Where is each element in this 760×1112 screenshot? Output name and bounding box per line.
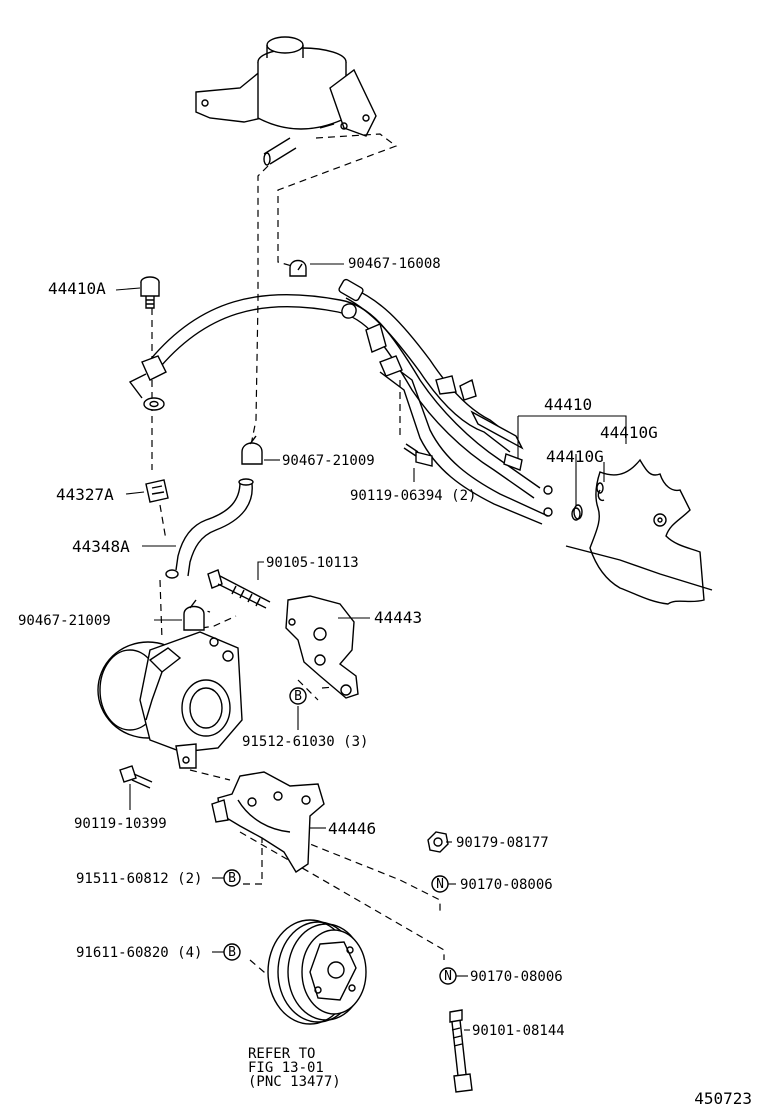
figure-code: 450723 [694,1089,752,1108]
marker-b-letter-2: B [228,871,236,886]
label-90101-08144: 90101-08144 [472,1023,565,1039]
union-bolt-44410A [140,276,160,309]
label-90467-21009-lower: 90467-21009 [18,613,111,629]
bolt-90119-06394 [403,443,433,467]
marker-b-91512 [289,687,307,705]
label-91511-60812: 91511-60812 (2) [76,871,202,887]
return-hose [338,278,553,525]
marker-n-letter-2: N [444,969,452,984]
power-steering-pump [97,631,243,769]
steering-gear-housing [565,458,713,605]
label-90119-10399: 90119-10399 [74,816,167,832]
clamp-90467-21009-upper [241,435,263,465]
leader-lines [115,263,627,1031]
label-90170-08006-b: 90170-08006 [470,969,563,985]
clamp-90467-21009-lower [183,599,205,631]
bracket-44443 [285,595,359,699]
clamp-90467-16008 [289,259,307,277]
part-labels: 44410A 90467-16008 44410 44410G 44410G 9… [18,256,752,1108]
label-90170-08006-a: 90170-08006 [460,877,553,893]
bolt-90105-10113 [207,569,271,609]
label-44348A: 44348A [72,537,130,556]
o-ring-44410G-a [571,507,581,521]
o-ring-44410G-b [596,482,604,494]
nut-90179-08177 [427,831,449,853]
label-44443: 44443 [374,608,422,627]
label-44410A: 44410A [48,279,106,298]
refer-note-line-2: FIG 13-01 [248,1060,324,1076]
label-44410: 44410 [544,395,592,414]
label-44446: 44446 [328,819,376,838]
label-90467-21009-upper: 90467-21009 [282,453,375,469]
bolt-90119-10399 [119,765,153,789]
refer-note-line-1: REFER TO [248,1046,315,1062]
pump-pulley [267,919,367,1025]
bolt-90101-08144 [449,1009,473,1093]
label-90467-16008: 90467-16008 [348,256,441,272]
suction-hose-44348A [165,478,254,579]
label-91611-60820: 91611-60820 (4) [76,945,202,961]
refer-note-line-3: (PNC 13477) [248,1074,341,1090]
marker-b-letter-1: B [294,689,302,704]
label-90119-06394: 90119-06394 (2) [350,488,476,504]
marker-n-letter-1: N [436,877,444,892]
label-44327A: 44327A [56,485,114,504]
marker-b-letter-3: B [228,945,236,960]
clip-44327A [145,479,169,503]
label-90179-08177: 90179-08177 [456,835,549,851]
reservoir-tank [195,36,377,166]
label-91512-61030: 91512-61030 (3) [242,734,368,750]
label-90105-10113: 90105-10113 [266,555,359,571]
bracket-44446 [211,771,325,873]
label-44410G-a: 44410G [600,423,658,442]
label-44410G-b: 44410G [546,447,604,466]
